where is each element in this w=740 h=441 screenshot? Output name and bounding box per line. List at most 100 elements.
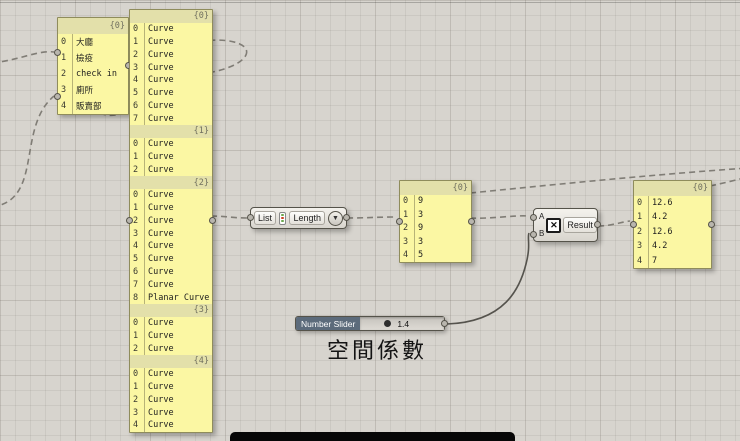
- wire[interactable]: [0, 95, 55, 207]
- panel-row: 0 Curve: [130, 188, 212, 202]
- row-value: Curve: [148, 394, 174, 405]
- panel-lengths[interactable]: {0} 0 9 1 3 2 9 3 3 4 5: [396, 180, 475, 263]
- wire[interactable]: [210, 215, 248, 219]
- panel-row: 4 Curve: [130, 240, 212, 253]
- row-index: 8: [130, 291, 145, 304]
- row-index: 0: [634, 195, 649, 210]
- output-nub[interactable]: [468, 217, 475, 225]
- row-index: 4: [130, 240, 145, 253]
- row-index: 2: [58, 66, 73, 82]
- row-index: 5: [130, 86, 145, 100]
- input-b-nub[interactable]: [530, 231, 537, 238]
- row-value: Curve: [148, 267, 174, 278]
- output-nub[interactable]: [343, 214, 350, 221]
- panel-row: {0}: [130, 10, 212, 23]
- output-nub[interactable]: [441, 319, 448, 327]
- annotation-text: 空間係數: [327, 339, 428, 364]
- row-value: 4.2: [652, 212, 668, 223]
- row-value: 9: [418, 196, 424, 207]
- row-index: 0: [130, 137, 145, 151]
- list-length-icon: [279, 211, 287, 225]
- row-index: 4: [130, 419, 145, 432]
- slider-grip[interactable]: [384, 320, 392, 327]
- output-nub[interactable]: [708, 220, 715, 228]
- row-index: 6: [130, 265, 145, 279]
- row-index: 1: [634, 210, 649, 225]
- panel-row: {0}: [58, 18, 128, 34]
- input-nub[interactable]: [54, 93, 61, 100]
- row-index: 1: [400, 208, 415, 222]
- row-value: {2}: [193, 177, 209, 188]
- row-index: 2: [634, 224, 649, 239]
- row-value: Curve: [148, 62, 174, 73]
- panel-row: 1 Curve: [130, 35, 212, 49]
- panel-row: {4}: [130, 355, 212, 368]
- panel-row: 7 Curve: [130, 112, 212, 126]
- row-value: check in: [76, 69, 117, 79]
- panel-row: {3}: [130, 303, 212, 317]
- input-nub[interactable]: [247, 214, 254, 221]
- wire[interactable]: [597, 220, 631, 227]
- panel-row: 5 Curve: [130, 252, 212, 266]
- row-index: 2: [130, 342, 145, 356]
- list-label: List: [254, 211, 277, 225]
- row-index: 7: [130, 278, 145, 292]
- row-index: 0: [58, 34, 73, 50]
- length-label: Length: [289, 211, 325, 225]
- row-index: 4: [130, 73, 145, 87]
- row-index: 3: [130, 61, 145, 74]
- row-value: Curve: [148, 420, 174, 431]
- row-index: 1: [130, 201, 145, 215]
- input-nub[interactable]: [396, 217, 403, 225]
- panel-row: 2 Curve: [130, 342, 212, 356]
- panel-row: 1 4.2: [634, 210, 711, 225]
- number-slider[interactable]: Number Slider 1.4: [295, 316, 448, 331]
- row-index: 0: [130, 188, 145, 202]
- panel-row: 1 Curve: [130, 329, 212, 343]
- wire[interactable]: [469, 215, 530, 219]
- wire[interactable]: [346, 216, 397, 219]
- panel-room-names[interactable]: {0} 0 大廳 1 檢疫 2 check in 3 廁所 4 販賣部: [54, 17, 132, 115]
- row-value: Curve: [148, 279, 174, 290]
- panel-row: 3 3: [400, 235, 471, 249]
- row-value: 4.2: [652, 241, 668, 252]
- panel-row: 0 Curve: [130, 316, 212, 330]
- wire[interactable]: [0, 50, 55, 63]
- row-value: 販賣部: [76, 102, 102, 112]
- input-nub[interactable]: [126, 217, 133, 224]
- output-nub[interactable]: [594, 221, 601, 228]
- row-value: Curve: [148, 164, 174, 175]
- wire[interactable]: [709, 177, 740, 187]
- row-index: 0: [130, 367, 145, 381]
- input-a-nub[interactable]: [530, 214, 537, 221]
- row-value: {0}: [193, 11, 209, 22]
- panel-curve-lists[interactable]: {0} 0 Curve 1 Curve 2 Curve 3 Curve 4 Cu…: [126, 9, 216, 433]
- chevron-down-icon[interactable]: ▼: [328, 210, 343, 226]
- panel-row: 8 Planar Curve: [130, 291, 212, 304]
- output-nub[interactable]: [209, 217, 216, 224]
- row-value: Curve: [148, 318, 174, 329]
- row-index: 0: [400, 194, 415, 208]
- row-index: 3: [58, 82, 73, 98]
- list-length-component[interactable]: List Length ▼: [247, 207, 350, 229]
- slider-track[interactable]: 1.4: [360, 317, 444, 330]
- panel-row: 3 廁所: [58, 82, 128, 98]
- input-a-label: A: [539, 212, 545, 221]
- row-value: 9: [418, 223, 424, 234]
- row-index: 1: [130, 380, 145, 394]
- row-value: Curve: [148, 203, 174, 214]
- input-nub[interactable]: [630, 220, 637, 228]
- panel-row: 1 Curve: [130, 380, 212, 394]
- row-index: 2: [130, 393, 145, 407]
- panel-row: 7 Curve: [130, 278, 212, 292]
- panel-results[interactable]: {0} 0 12.6 1 4.2 2 12.6 3 4.2 4 7: [630, 180, 715, 269]
- input-nub[interactable]: [54, 49, 61, 56]
- panel-row: 1 檢疫: [58, 50, 128, 66]
- multiplication-component[interactable]: A B ✕ Result: [530, 208, 601, 242]
- panel-row: 2 12.6: [634, 224, 711, 239]
- row-value: Curve: [148, 24, 174, 35]
- slider-label: Number Slider: [296, 317, 361, 330]
- row-value: Curve: [148, 407, 174, 418]
- row-value: 7: [652, 255, 658, 266]
